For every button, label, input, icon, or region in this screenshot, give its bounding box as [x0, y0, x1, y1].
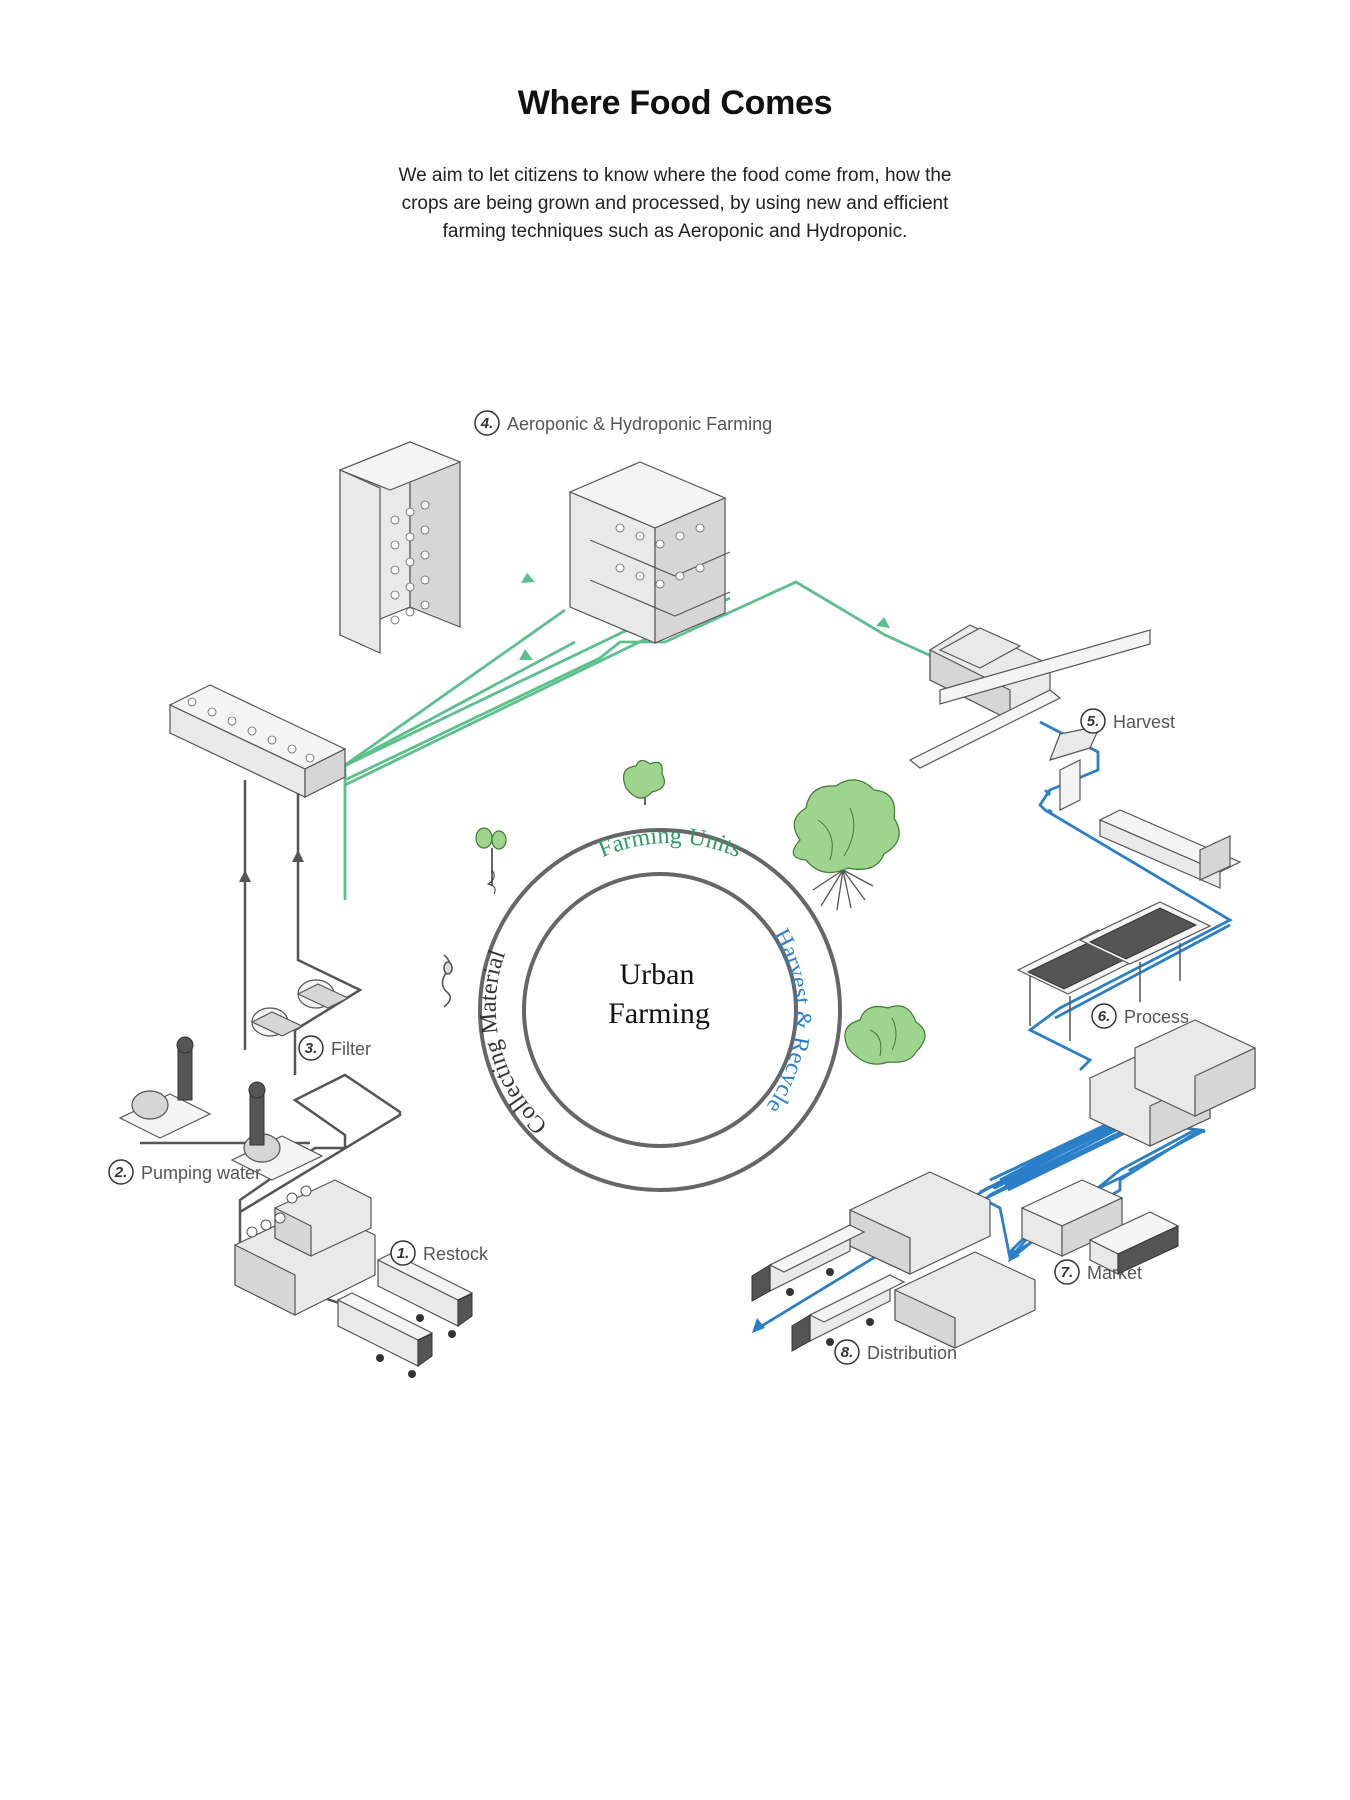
- aeroponic-tower-illustration: [338, 441, 462, 654]
- step-label-4: 4. Aeroponic & Hydroponic Farming: [474, 410, 772, 436]
- ring-inner: [522, 872, 798, 1148]
- restock-truck-icon: [336, 1252, 474, 1378]
- svg-text:8.: 8.: [841, 1344, 854, 1361]
- svg-text:Pumping water: Pumping water: [141, 1163, 261, 1183]
- svg-text:Distribution: Distribution: [867, 1343, 957, 1363]
- lettuce-head-icon: [844, 1005, 926, 1065]
- step-label-7: 7. Market: [1054, 1259, 1142, 1285]
- intro-text: We aim to let citizens to know where the…: [375, 162, 975, 246]
- distribution-warehouse-illustration: [849, 1171, 1036, 1349]
- step-label-1: 1. Restock: [390, 1240, 489, 1266]
- step-label-2: 2. Pumping water: [108, 1159, 261, 1185]
- water-pump-illustration: [118, 1036, 324, 1181]
- svg-text:Market: Market: [1087, 1263, 1142, 1283]
- water-arrow-marks: [239, 850, 304, 882]
- step-label-3: 3. Filter: [298, 1035, 371, 1061]
- svg-text:7.: 7.: [1061, 1264, 1074, 1281]
- distribution-truck-icon: [751, 1224, 906, 1352]
- svg-text:Harvest: Harvest: [1113, 712, 1175, 732]
- ring-label-collecting-material: Collecting Material: [476, 946, 553, 1139]
- step-label-6: 6. Process: [1091, 1003, 1189, 1029]
- intro-line-3: farming techniques such as Aeroponic and…: [442, 221, 908, 242]
- svg-text:Restock: Restock: [423, 1244, 489, 1264]
- ring-outer: [478, 828, 842, 1192]
- young-plant-icon: [623, 759, 665, 805]
- svg-text:3.: 3.: [305, 1040, 318, 1057]
- svg-text:1.: 1.: [397, 1245, 410, 1262]
- svg-text:5.: 5.: [1087, 713, 1100, 730]
- intro-line-1: We aim to let citizens to know where the…: [398, 165, 952, 186]
- hub-label-line-2: Farming: [608, 997, 710, 1030]
- svg-text:Aeroponic & Hydroponic Farming: Aeroponic & Hydroponic Farming: [507, 414, 772, 434]
- step-label-8: 8. Distribution: [834, 1339, 957, 1365]
- seed-tray-illustration: [168, 684, 347, 798]
- crates-illustration: [1089, 1019, 1256, 1147]
- market-shelves-illustration: [1020, 1179, 1180, 1275]
- sorting-bins-illustration: [1016, 901, 1212, 1041]
- svg-text:Filter: Filter: [331, 1039, 371, 1059]
- hydroponic-rack-illustration: [568, 461, 731, 644]
- hub-label-line-1: Urban: [620, 958, 695, 991]
- svg-text:4.: 4.: [480, 415, 494, 432]
- page-title: Where Food Comes: [517, 84, 833, 122]
- harvest-arrow-marks: [752, 1247, 1020, 1333]
- svg-text:2.: 2.: [114, 1164, 128, 1181]
- seed-sprout-icon: [441, 954, 453, 1008]
- seedling-icon: [475, 827, 507, 895]
- restock-containers-illustration: [234, 1179, 376, 1316]
- step-label-5: 5. Harvest: [1080, 708, 1175, 734]
- svg-text:6.: 6.: [1098, 1008, 1111, 1025]
- lettuce-with-roots-icon: [792, 779, 900, 911]
- svg-text:Process: Process: [1124, 1007, 1189, 1027]
- process-line-illustration: [1049, 725, 1242, 889]
- intro-line-2: crops are being grown and processed, by …: [401, 193, 949, 214]
- harvester-illustration: [908, 624, 1151, 769]
- farming-arrow-marks: [519, 573, 890, 660]
- ring-label-farming-units: Farming Units: [595, 823, 746, 863]
- filter-illustration: [250, 979, 350, 1037]
